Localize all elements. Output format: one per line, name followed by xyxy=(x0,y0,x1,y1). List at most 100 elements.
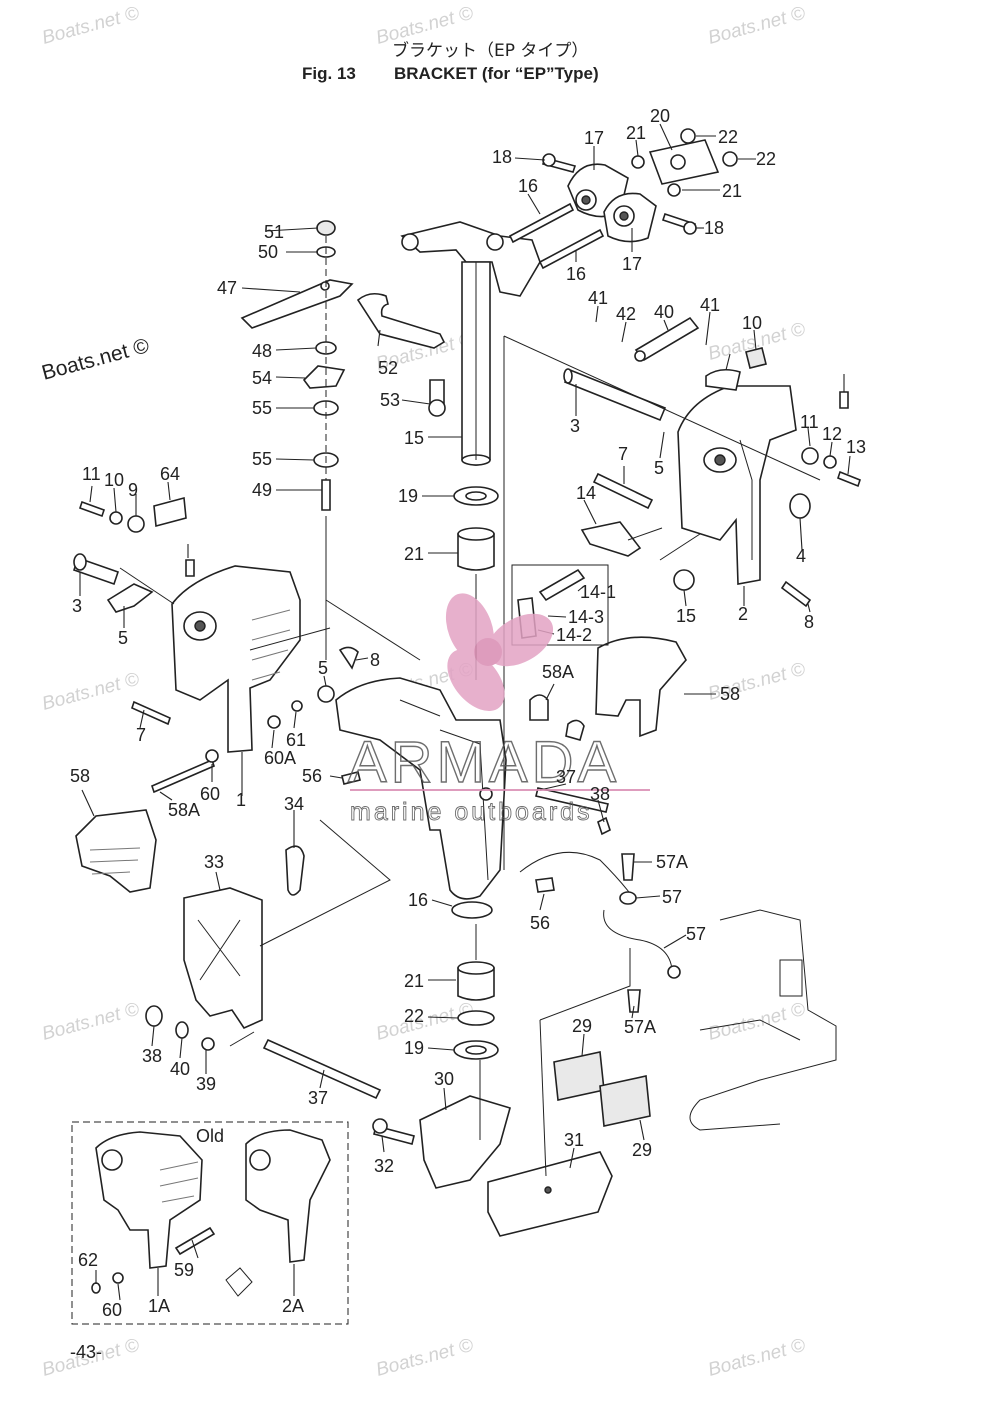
part-label: 10 xyxy=(742,313,762,333)
part-label: 52 xyxy=(378,358,398,378)
watermark-text: Boats.net © xyxy=(40,999,142,1045)
part-label: 53 xyxy=(380,390,400,410)
part-label: 21 xyxy=(404,544,424,564)
steering-arm-drawing xyxy=(400,128,738,466)
part-label: 40 xyxy=(170,1059,190,1079)
part-label: 51 xyxy=(264,222,284,242)
part-label: 58 xyxy=(720,684,740,704)
part-label: 49 xyxy=(252,480,272,500)
tilt-lock-stack-drawing xyxy=(240,220,446,511)
part-label: 40 xyxy=(654,302,674,322)
watermark-text: Boats.net © xyxy=(40,3,142,49)
brand-subtitle: marine outboards xyxy=(350,798,593,826)
part-label: 17 xyxy=(584,128,604,148)
part-label: 11 xyxy=(82,464,101,484)
part-label: 60 xyxy=(200,784,220,804)
part-label: 14-2 xyxy=(556,625,592,645)
part-label: 18 xyxy=(704,218,724,238)
part-label: 37 xyxy=(308,1088,328,1108)
part-label: 60A xyxy=(264,748,296,768)
watermark-text: Boats.net © xyxy=(40,669,142,715)
upper-bushing-drawing xyxy=(453,486,499,571)
part-label: 20 xyxy=(650,106,670,126)
old-parts-box-drawing xyxy=(71,1121,349,1325)
part-label: 14-3 xyxy=(568,607,604,627)
armada-brand-watermark: ARMADA marine outboards xyxy=(347,593,650,826)
part-label: 31 xyxy=(564,1130,584,1150)
brand-name: ARMADA xyxy=(348,730,620,795)
part-label: 3 xyxy=(72,596,82,616)
part-label: 54 xyxy=(252,368,272,388)
part-label: 13 xyxy=(846,437,866,457)
part-label: 22 xyxy=(718,127,738,147)
part-label: 8 xyxy=(804,612,814,632)
assembly-lines xyxy=(119,335,821,1177)
part-label: 5 xyxy=(654,458,664,478)
part-label: 2A xyxy=(282,1296,304,1316)
part-label: 57A xyxy=(656,852,688,872)
part-label: 62 xyxy=(78,1250,98,1270)
part-label: 56 xyxy=(302,766,322,786)
part-label: 57A xyxy=(624,1017,656,1037)
part-label: 42 xyxy=(616,304,636,324)
part-label: 9 xyxy=(128,480,138,500)
part-label: 48 xyxy=(252,341,272,361)
part-label: 5 xyxy=(118,628,128,648)
part-label: 38 xyxy=(590,784,610,804)
part-label: 1A xyxy=(148,1296,170,1316)
part-label: 61 xyxy=(286,730,306,750)
part-label: 21 xyxy=(626,123,646,143)
part-label: 58 xyxy=(70,766,90,786)
part-label: 34 xyxy=(284,794,304,814)
part-label: 38 xyxy=(142,1046,162,1066)
figure-number: Fig. 13 xyxy=(302,64,356,83)
part-label: 15 xyxy=(676,606,696,626)
part-label: 19 xyxy=(404,1038,424,1058)
part-label: 58A xyxy=(168,800,200,820)
part-label: 50 xyxy=(258,242,278,262)
part-label: 22 xyxy=(756,149,776,169)
part-label: 47 xyxy=(217,278,237,298)
leader-lines xyxy=(79,123,851,1301)
title-japanese: ブラケット（EP タイプ） xyxy=(392,40,588,61)
part-label: 22 xyxy=(404,1006,424,1026)
part-label: 14-1 xyxy=(580,582,616,602)
page-number: -43- xyxy=(70,1342,102,1362)
tilt-bracket-drawing xyxy=(75,809,382,1100)
part-label: 39 xyxy=(196,1074,216,1094)
right-clamp-bracket-drawing xyxy=(563,316,861,608)
part-label: 16 xyxy=(408,890,428,910)
part-label: 14 xyxy=(576,483,596,503)
figure-header: ブラケット（EP タイプ） Fig. 13 BRACKET (for “EP”T… xyxy=(302,40,599,83)
watermark-text-dark: Boats.net © xyxy=(39,334,152,385)
part-label: 10 xyxy=(104,470,124,490)
part-labels: 18 17 20 21 22 22 21 18 17 16 16 51 50 4… xyxy=(70,106,866,1320)
part-label: 16 xyxy=(566,264,586,284)
part-label: 17 xyxy=(622,254,642,274)
part-label: 21 xyxy=(404,971,424,991)
part-label: 3 xyxy=(570,416,580,436)
part-label: 56 xyxy=(530,913,550,933)
part-label: 1 xyxy=(236,790,246,810)
part-label: 64 xyxy=(160,464,180,484)
part-label: 18 xyxy=(492,147,512,167)
part-label: 57 xyxy=(662,887,682,907)
part-label: 41 xyxy=(700,295,720,315)
part-label: 2 xyxy=(738,604,748,624)
propeller-logo-icon xyxy=(445,593,554,711)
part-label: 33 xyxy=(204,852,224,872)
part-label: 55 xyxy=(252,398,272,418)
part-label: 32 xyxy=(374,1156,394,1176)
part-label: 19 xyxy=(398,486,418,506)
watermark-text: Boats.net © xyxy=(374,1335,476,1381)
part-label: 57 xyxy=(686,924,706,944)
part-label: 30 xyxy=(434,1069,454,1089)
watermark-text: Boats.net © xyxy=(706,999,808,1045)
part-label: 59 xyxy=(174,1260,194,1280)
swivel-bracket-drawing xyxy=(335,564,687,919)
line-art xyxy=(71,123,861,1325)
part-label: 29 xyxy=(632,1140,652,1160)
part-label: 7 xyxy=(618,444,628,464)
part-label: 58A xyxy=(542,662,574,682)
part-label: 55 xyxy=(252,449,272,469)
